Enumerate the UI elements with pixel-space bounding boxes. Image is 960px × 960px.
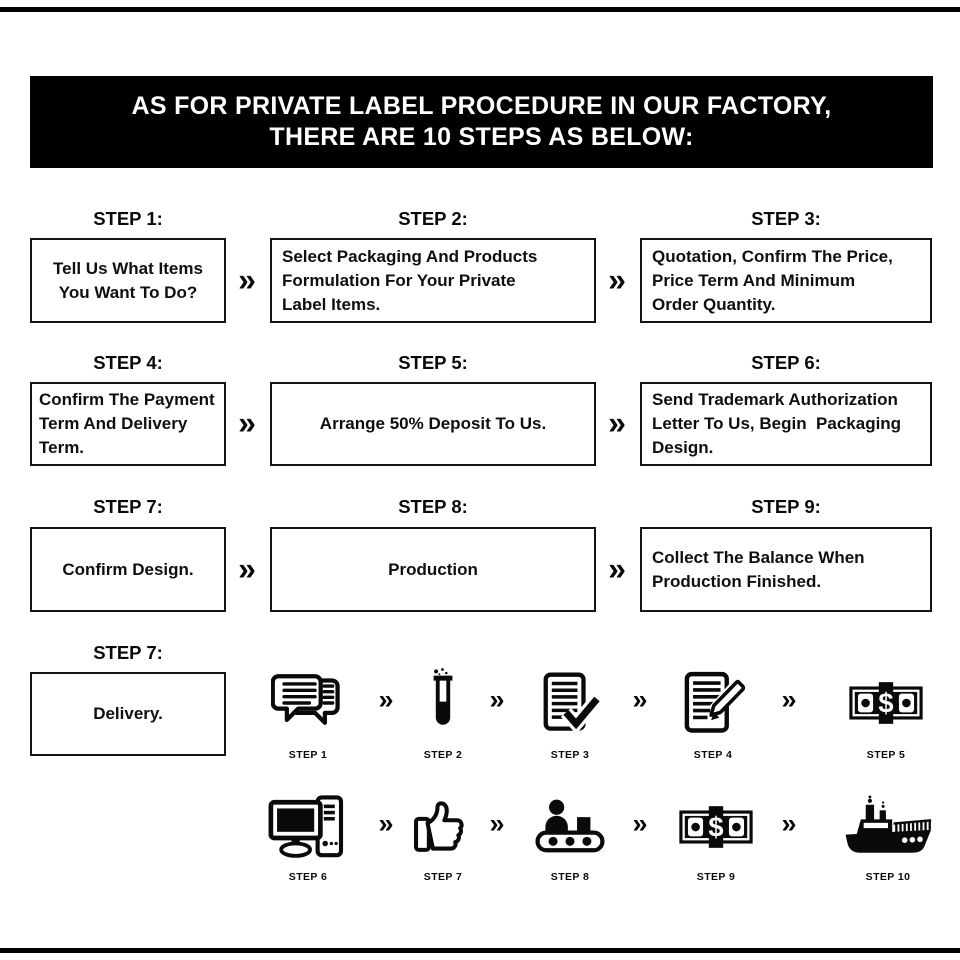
step-box-text: Collect The Balance When Production Fini… bbox=[652, 547, 865, 591]
header-title-line2: THERE ARE 10 STEPS AS BELOW: bbox=[269, 123, 694, 151]
double-chevron-arrow-icon: » bbox=[489, 808, 505, 839]
step-box-text: Confirm The Payment Term And Delivery Te… bbox=[39, 390, 215, 457]
bottom-edge-bar bbox=[0, 948, 960, 953]
double-chevron-arrow-icon: » bbox=[781, 808, 797, 839]
step-box-text: Confirm Design. bbox=[62, 559, 194, 579]
step-box-5: Arrange 50% Deposit To Us. bbox=[270, 382, 596, 466]
step-label-row1-col3: STEP 3: bbox=[751, 208, 821, 229]
cargo-ship-icon bbox=[842, 795, 934, 859]
money-icon: $ bbox=[677, 804, 755, 850]
step-box-2: Select Packaging And Products Formulatio… bbox=[270, 238, 596, 323]
double-chevron-arrow-icon: » bbox=[608, 261, 626, 298]
step-label-row2-col3: STEP 6: bbox=[751, 352, 821, 373]
double-chevron-arrow-icon: » bbox=[238, 261, 256, 298]
step-label-row2-col1: STEP 4: bbox=[93, 352, 163, 373]
step-box-text: Arrange 50% Deposit To Us. bbox=[319, 414, 547, 433]
double-chevron-arrow-icon: » bbox=[632, 684, 648, 715]
double-chevron-arrow-icon: » bbox=[238, 404, 256, 441]
icon-step-label: STEP 10 bbox=[865, 871, 911, 883]
chat-icon bbox=[271, 672, 345, 734]
step-box-6: Send Trademark Authorization Letter To U… bbox=[640, 382, 932, 466]
step-box-1: Tell Us What Items You Want To Do? bbox=[30, 238, 226, 323]
document-pencil-icon bbox=[680, 670, 746, 736]
step-box-text: Delivery. bbox=[93, 704, 163, 723]
thumbs-up-icon bbox=[412, 799, 474, 856]
double-chevron-arrow-icon: » bbox=[608, 550, 626, 587]
double-chevron-arrow-icon: » bbox=[378, 808, 394, 839]
step-box-10: Delivery. bbox=[30, 672, 226, 756]
icon-step-label: STEP 8 bbox=[550, 871, 590, 883]
step-label-row3-col3: STEP 9: bbox=[751, 496, 821, 517]
icon-step-label: STEP 4 bbox=[693, 749, 733, 761]
icon-step-label: STEP 5 bbox=[866, 749, 906, 761]
icon-step-label: STEP 6 bbox=[288, 871, 328, 883]
icon-step-label: STEP 1 bbox=[288, 749, 328, 761]
header-banner: AS FOR PRIVATE LABEL PROCEDURE IN OUR FA… bbox=[30, 76, 933, 168]
step-box-7: Confirm Design. bbox=[30, 527, 226, 612]
header-title-line1: AS FOR PRIVATE LABEL PROCEDURE IN OUR FA… bbox=[131, 92, 832, 120]
step-box-text: Tell Us What Items You Want To Do? bbox=[53, 258, 203, 302]
document-check-icon bbox=[539, 670, 601, 736]
step-label-row1-col2: STEP 2: bbox=[398, 208, 468, 229]
step-label-row3-col1: STEP 7: bbox=[93, 496, 163, 517]
step-label-row2-col2: STEP 5: bbox=[398, 352, 468, 373]
step-box-text: Production bbox=[388, 559, 478, 579]
step-box-text: Quotation, Confirm The Price, Price Term… bbox=[652, 246, 893, 314]
step-box-4: Confirm The Payment Term And Delivery Te… bbox=[30, 382, 226, 466]
icon-step-label: STEP 7 bbox=[423, 871, 463, 883]
top-edge-bar bbox=[0, 7, 960, 12]
double-chevron-arrow-icon: » bbox=[632, 808, 648, 839]
double-chevron-arrow-icon: » bbox=[608, 404, 626, 441]
money-icon: $ bbox=[847, 680, 925, 726]
step-box-text: Send Trademark Authorization Letter To U… bbox=[652, 390, 902, 457]
step-box-8: Production bbox=[270, 527, 596, 612]
double-chevron-arrow-icon: » bbox=[781, 684, 797, 715]
step-box-9: Collect The Balance When Production Fini… bbox=[640, 527, 932, 612]
production-line-icon bbox=[533, 796, 607, 858]
double-chevron-arrow-icon: » bbox=[489, 684, 505, 715]
step-label-row1-col1: STEP 1: bbox=[93, 208, 163, 229]
test-tube-icon bbox=[425, 667, 461, 739]
svg-text:$: $ bbox=[878, 687, 893, 718]
computer-icon bbox=[268, 794, 348, 860]
svg-text:$: $ bbox=[708, 811, 723, 842]
icon-step-label: STEP 3 bbox=[550, 749, 590, 761]
step-label-row3-col2: STEP 8: bbox=[398, 496, 468, 517]
step-box-3: Quotation, Confirm The Price, Price Term… bbox=[640, 238, 932, 323]
step-box-text: Select Packaging And Products Formulatio… bbox=[282, 246, 538, 314]
icon-step-label: STEP 2 bbox=[423, 749, 463, 761]
icon-step-label: STEP 9 bbox=[696, 871, 736, 883]
step-label-row4-col1: STEP 7: bbox=[93, 642, 163, 663]
double-chevron-arrow-icon: » bbox=[378, 684, 394, 715]
double-chevron-arrow-icon: » bbox=[238, 550, 256, 587]
